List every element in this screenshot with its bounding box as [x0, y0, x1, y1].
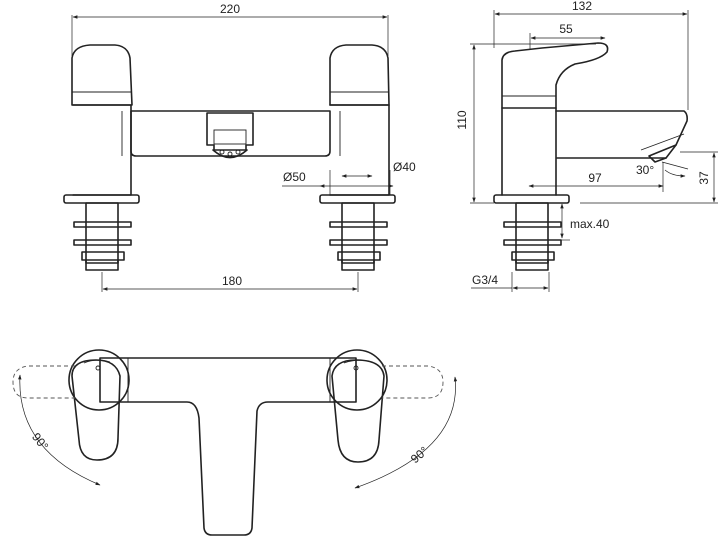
dim-37-label: 37: [697, 171, 711, 185]
dim-d40-label: Ø40: [393, 160, 416, 174]
dim-g34-label: G3/4: [472, 273, 498, 287]
right-rotation-label: 90°: [408, 444, 431, 467]
front-view: 220 Ø50 Ø40 180: [63, 2, 416, 292]
lever-side: [501, 42, 609, 109]
left-flange: [63, 194, 140, 204]
dim-180-label: 180: [222, 274, 242, 288]
mixer-body-top: [99, 357, 357, 536]
side-view: 132 55 110 97 30° 37 max.40 G3/4: [455, 0, 718, 292]
left-rotation-label: 90°: [29, 430, 51, 453]
right-flange: [319, 194, 396, 204]
right-lever-front: [329, 44, 390, 106]
dim-55-label: 55: [559, 22, 573, 36]
dim-110-label: 110: [455, 110, 469, 129]
right-valve-top: [326, 349, 388, 411]
mixer-bar-front: [130, 110, 331, 157]
dim-30deg-label: 30°: [636, 163, 654, 177]
right-handle-top: [331, 359, 385, 463]
body-side: [501, 107, 557, 196]
spout-side: [555, 110, 688, 159]
dim-132-label: 132: [572, 0, 592, 13]
right-body-front: [329, 104, 390, 196]
dim-220-label: 220: [220, 2, 240, 16]
dim-d50-label: Ø50: [283, 170, 306, 184]
flange-side: [493, 194, 570, 204]
dim-max40-label: max.40: [570, 217, 610, 231]
left-lever-front: [71, 44, 133, 106]
top-view: 90° 90°: [12, 349, 458, 536]
dim-97-label: 97: [588, 171, 602, 185]
